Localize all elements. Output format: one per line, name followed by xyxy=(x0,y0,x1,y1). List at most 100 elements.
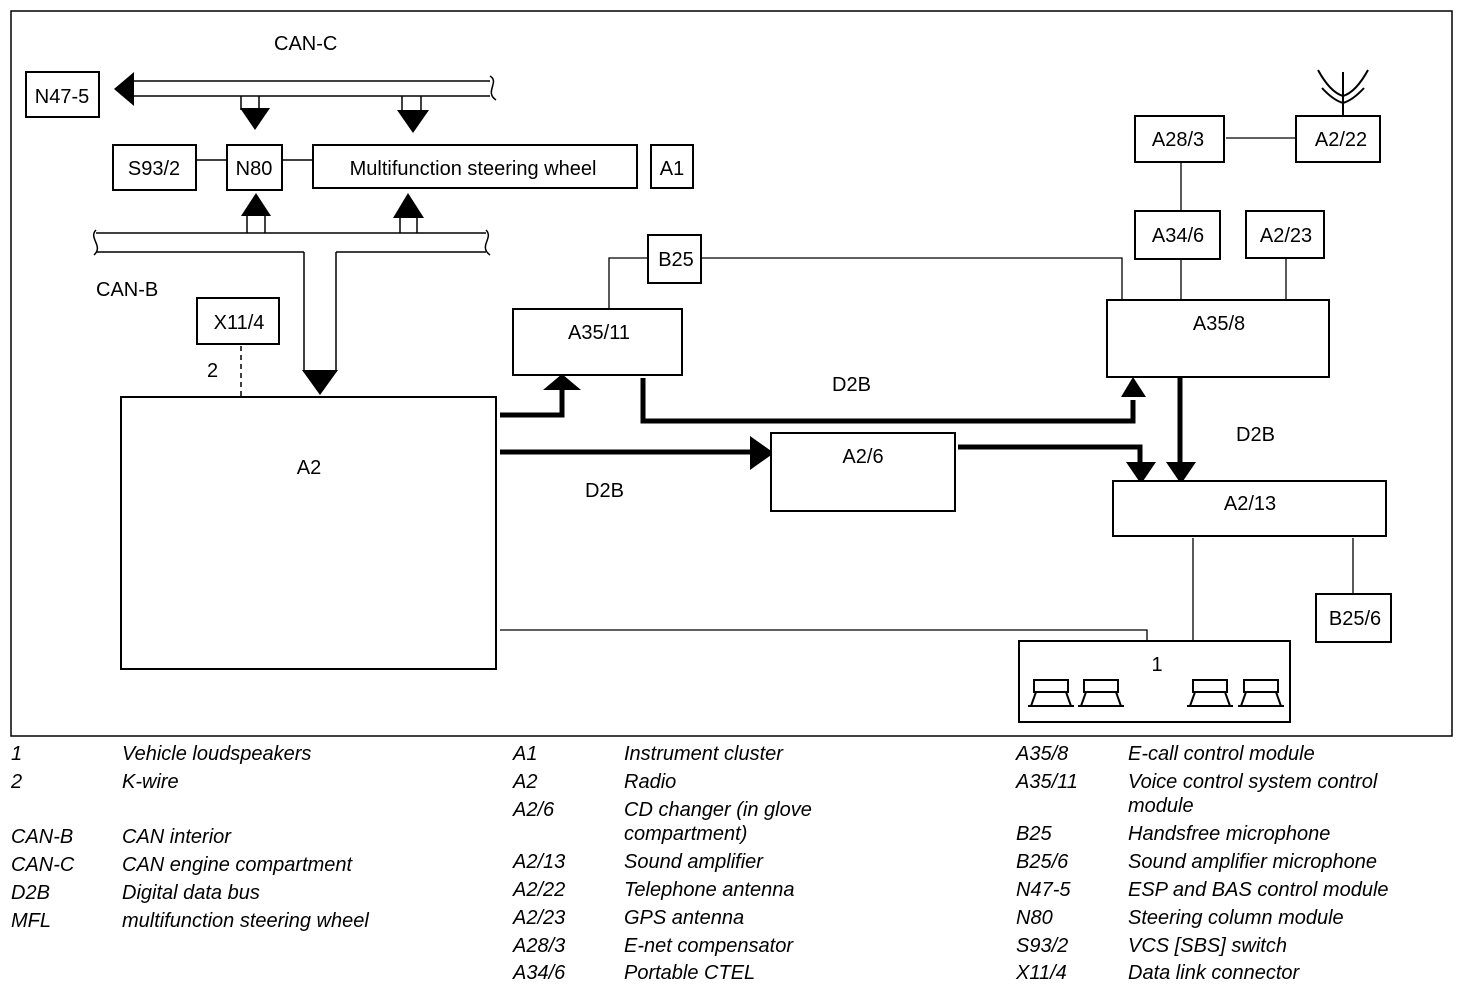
component-speakers: 1 xyxy=(1018,640,1291,723)
svg-text:Multifunction steering wheel: Multifunction steering wheel xyxy=(350,158,597,180)
svg-text:A2/6: A2/6 xyxy=(842,446,883,468)
d2b-arrow-to-a35-11 xyxy=(543,374,581,390)
svg-text:X11/4: X11/4 xyxy=(214,312,265,334)
can-b-arrow-to-mfl xyxy=(393,193,424,218)
legend-desc-continued: compartment) xyxy=(624,823,748,845)
legend-code: A2/23 xyxy=(513,907,566,929)
svg-text:A34/6: A34/6 xyxy=(1152,225,1204,247)
loudspeaker-icon xyxy=(1028,679,1074,707)
svg-text:A2/22: A2/22 xyxy=(1315,129,1367,151)
legend-desc: E-net compensator xyxy=(624,935,793,957)
can-c-arrow-to-n80 xyxy=(240,108,270,130)
label-can-c: CAN-C xyxy=(274,33,337,55)
can-b-arrow-to-n80 xyxy=(241,193,271,216)
can-b-bus xyxy=(92,216,491,372)
component-a2-6: A2/6 xyxy=(770,432,956,512)
d2b-arrow-a35-8-to-a2-13 xyxy=(1166,462,1196,484)
label-d2b-mid: D2B xyxy=(585,480,624,502)
component-a35-11: A35/11 xyxy=(512,308,683,376)
component-a34-6: A34/6 xyxy=(1134,210,1221,260)
legend-column-1: 1 Vehicle loudspeakers 2 K-wire CAN-B CA… xyxy=(11,740,491,990)
loudspeaker-icon xyxy=(1238,679,1284,707)
svg-text:A28/3: A28/3 xyxy=(1152,129,1204,151)
legend-code: A34/6 xyxy=(513,962,566,984)
legend-desc: ESP and BAS control module xyxy=(1128,879,1389,901)
legend-desc: Steering column module xyxy=(1128,907,1344,929)
d2b-arrow-a2-6-to-a2-13 xyxy=(1126,462,1156,484)
legend-code: 2 xyxy=(11,771,23,793)
d2b-arrow-to-a35-8 xyxy=(1121,377,1146,397)
can-b-arrow-to-a2 xyxy=(302,370,338,395)
component-x11-4: X11/4 xyxy=(196,297,280,345)
legend-code: 1 xyxy=(11,743,23,765)
svg-text:N80: N80 xyxy=(236,158,273,180)
svg-text:N47-5: N47-5 xyxy=(35,86,89,108)
legend-desc: Telephone antenna xyxy=(624,879,795,901)
legend-code: N47-5 xyxy=(1016,879,1071,901)
legend-code: A35/11 xyxy=(1016,771,1078,793)
component-a2-22: A2/22 xyxy=(1295,115,1381,163)
svg-text:A2: A2 xyxy=(297,457,321,479)
can-c-arrow-to-n47-5 xyxy=(114,72,134,106)
legend-column-2: A1 Instrument cluster A2 Radio A2/6 CD c… xyxy=(513,740,993,990)
label-k-wire: 2 xyxy=(207,360,218,382)
component-a28-3: A28/3 xyxy=(1134,115,1225,163)
label-d2b-top: D2B xyxy=(832,374,871,396)
legend-code: A2/6 xyxy=(513,799,555,821)
svg-text:A35/8: A35/8 xyxy=(1193,313,1245,335)
svg-text:S93/2: S93/2 xyxy=(128,158,180,180)
legend-desc-continued: module xyxy=(1128,795,1194,817)
component-b25-6: B25/6 xyxy=(1315,593,1392,643)
legend-desc: E-call control module xyxy=(1128,743,1315,765)
legend-desc: Vehicle loudspeakers xyxy=(122,743,312,765)
legend-desc: Sound amplifier microphone xyxy=(1128,851,1378,873)
component-a35-8: A35/8 xyxy=(1106,299,1330,378)
legend-desc: Handsfree microphone xyxy=(1128,823,1331,845)
label-can-b: CAN-B xyxy=(96,279,158,301)
svg-text:A1: A1 xyxy=(660,158,684,180)
can-c-bus xyxy=(132,75,497,112)
legend-desc: Digital data bus xyxy=(122,882,260,904)
legend-desc: VCS [SBS] switch xyxy=(1128,935,1287,957)
component-mfl: Multifunction steering wheel xyxy=(312,144,638,189)
legend-code: CAN-C xyxy=(11,854,75,876)
legend-desc: Voice control system control xyxy=(1128,771,1378,793)
component-s93-2: S93/2 xyxy=(112,144,197,191)
component-a2-23: A2/23 xyxy=(1245,210,1325,259)
component-a2-13: A2/13 xyxy=(1112,480,1387,537)
legend-code: A2 xyxy=(513,771,538,793)
legend-code: A1 xyxy=(513,743,538,765)
component-a1: A1 xyxy=(650,144,694,189)
loudspeaker-icon xyxy=(1078,679,1124,707)
legend-desc: Sound amplifier xyxy=(624,851,763,873)
legend-desc: K-wire xyxy=(122,771,179,793)
can-c-arrow-to-mfl xyxy=(397,110,429,133)
d2b-ring xyxy=(500,378,1183,464)
component-b25: B25 xyxy=(647,234,702,284)
legend-desc: CAN interior xyxy=(122,826,231,848)
legend-code: MFL xyxy=(11,910,51,932)
legend-desc: Instrument cluster xyxy=(624,743,783,765)
d2b-arrow-to-a2-6 xyxy=(750,436,774,470)
antenna-icon xyxy=(1317,69,1369,115)
legend-desc: Portable CTEL xyxy=(624,962,756,984)
svg-text:A2/23: A2/23 xyxy=(1260,225,1312,247)
diagram-frame xyxy=(10,10,1453,737)
legend-desc: CD changer (in glove xyxy=(624,799,812,821)
svg-text:1: 1 xyxy=(1151,654,1162,676)
component-n47-5: N47-5 xyxy=(25,71,100,118)
legend-column-3: A35/8 E-call control module A35/11 Voice… xyxy=(1016,740,1466,990)
legend-code: A2/22 xyxy=(513,879,566,901)
svg-text:B25/6: B25/6 xyxy=(1329,608,1381,630)
component-a2: A2 xyxy=(120,396,497,670)
legend-desc: CAN engine compartment xyxy=(122,854,353,876)
legend-desc: multifunction steering wheel xyxy=(122,910,369,932)
legend-desc: GPS antenna xyxy=(624,907,745,929)
legend-code: N80 xyxy=(1016,907,1053,929)
legend-code: D2B xyxy=(11,882,50,904)
legend-code: A35/8 xyxy=(1016,743,1069,765)
label-d2b-right: D2B xyxy=(1236,424,1275,446)
loudspeaker-icon xyxy=(1187,679,1233,707)
svg-text:A2/13: A2/13 xyxy=(1224,493,1276,515)
